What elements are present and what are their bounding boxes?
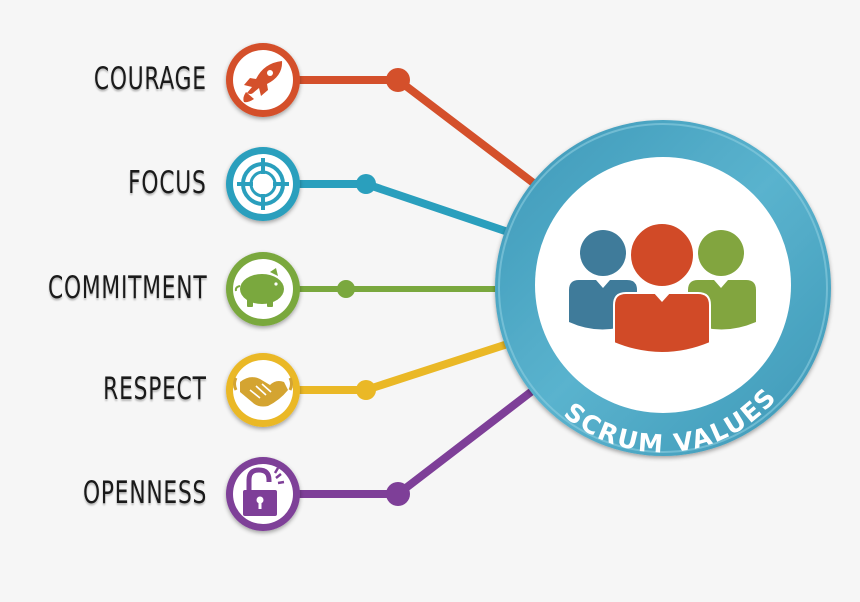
handshake-icon (233, 377, 293, 407)
team-people-icon (569, 222, 756, 354)
badge-respect (226, 353, 300, 427)
badge-focus (226, 147, 300, 221)
unlocked-padlock-icon (243, 467, 285, 516)
value-label-openness: OPENNESS (82, 475, 207, 511)
value-label-focus: FOCUS (128, 165, 207, 201)
value-label-courage: COURAGE (94, 61, 207, 97)
badge-courage (226, 43, 300, 117)
connector-respect (296, 336, 524, 400)
connector-courage (296, 68, 544, 192)
value-label-commitment: COMMITMENT (47, 270, 207, 306)
badge-openness (226, 457, 300, 531)
target-icon (237, 158, 289, 210)
scrum-values-hub: SCRUM VALUES (495, 120, 831, 459)
rocket-icon (243, 61, 283, 103)
value-label-respect: RESPECT (103, 371, 207, 407)
badge-commitment (226, 252, 300, 326)
connector-openness (296, 381, 544, 506)
piggy-bank-icon (234, 268, 284, 307)
connector-commitment (297, 280, 513, 298)
connector-focus (296, 174, 524, 240)
